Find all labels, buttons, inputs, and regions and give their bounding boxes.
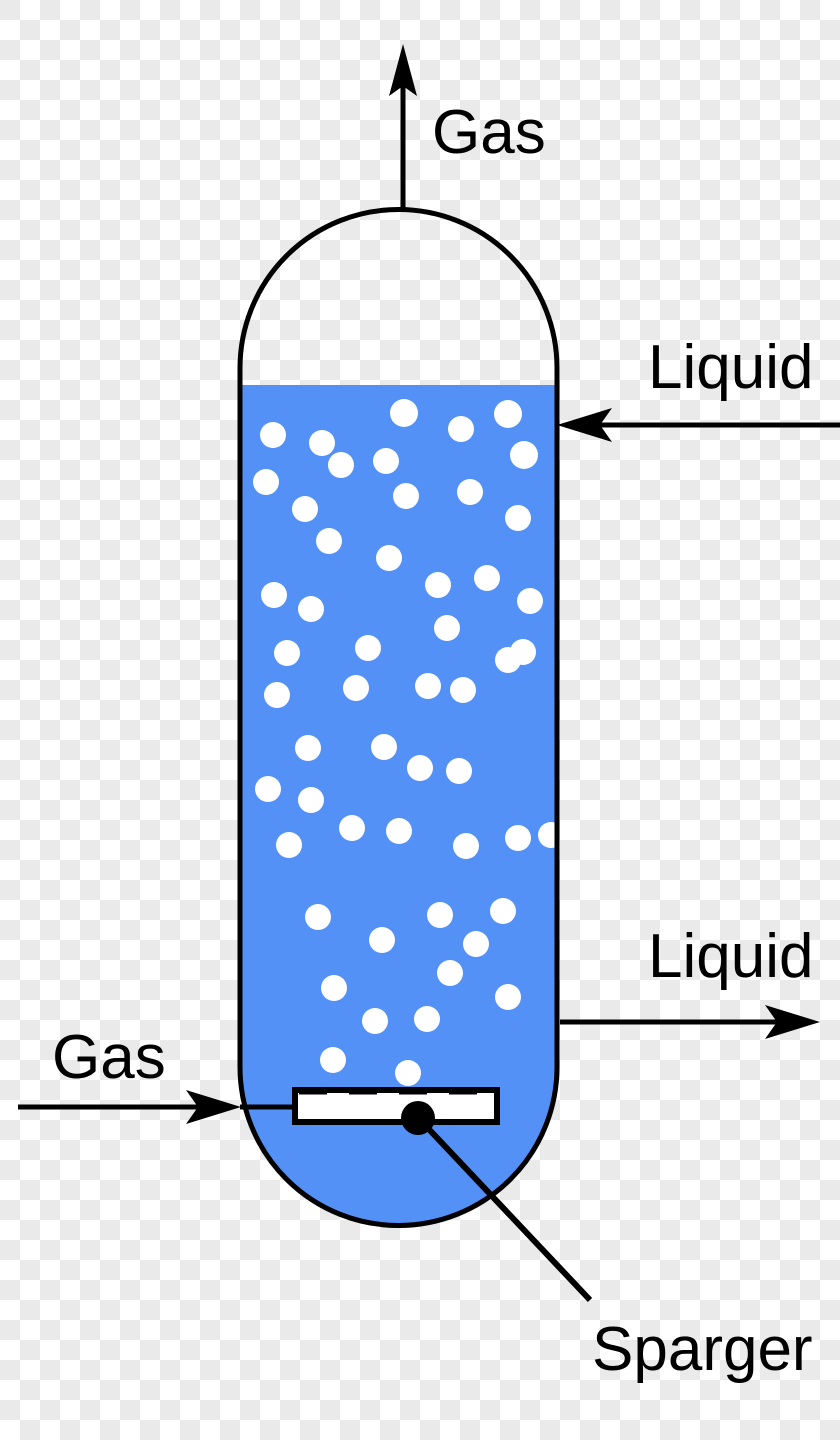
liquid-body: [240, 385, 557, 1226]
label-liquid-outlet: Liquid: [648, 922, 813, 991]
liquid-outlet-stream: [560, 1005, 820, 1039]
bubble-field: [253, 399, 557, 1086]
gas-outlet-stream: [389, 44, 417, 212]
liquid-inlet-stream: [557, 408, 840, 442]
gas-outlet-arrowhead: [389, 44, 417, 96]
label-liquid-inlet: Liquid: [648, 333, 813, 402]
label-sparger: Sparger: [592, 1315, 813, 1384]
sparger-leader-line: [421, 1121, 593, 1303]
gas-inlet-stream: [18, 1090, 241, 1124]
liquid-inlet-arrowhead: [557, 408, 612, 442]
vessel-outline: [237, 207, 560, 1228]
label-gas-inlet: Gas: [52, 1023, 166, 1092]
sparger[interactable]: [292, 1087, 593, 1303]
gas-inlet-arrowhead: [186, 1090, 241, 1124]
liquid-outlet-arrowhead: [765, 1005, 820, 1039]
label-gas-outlet: Gas: [432, 98, 546, 167]
